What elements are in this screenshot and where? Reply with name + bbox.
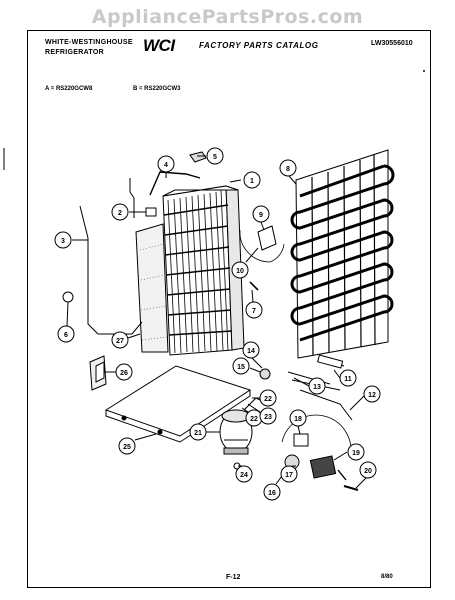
- dot-mark: [423, 70, 425, 72]
- svg-text:21: 21: [194, 430, 202, 437]
- condenser-part: [290, 149, 395, 359]
- product-type: REFRIGERATOR: [45, 49, 104, 56]
- svg-text:5: 5: [213, 154, 217, 161]
- svg-text:25: 25: [123, 444, 131, 451]
- svg-text:13: 13: [313, 384, 321, 391]
- callout-5: 5: [197, 147, 224, 165]
- callout-9: 9: [252, 205, 270, 231]
- svg-text:12: 12: [368, 392, 376, 399]
- brand-name: WHITE-WESTINGHOUSE: [45, 39, 133, 46]
- callout-18: 18: [289, 409, 307, 435]
- svg-text:22: 22: [264, 396, 272, 403]
- callout-15: 15: [232, 357, 261, 375]
- callout-20: 20: [355, 461, 377, 489]
- callout-2: 2: [111, 203, 146, 221]
- callout-27: 27: [111, 331, 141, 349]
- drain-trough: [89, 355, 107, 391]
- wci-logo: WCI: [143, 36, 175, 55]
- callout-22a: 22: [252, 389, 277, 407]
- svg-text:14: 14: [247, 348, 255, 355]
- svg-text:4: 4: [164, 162, 168, 169]
- date-code: 8/80: [381, 574, 393, 580]
- svg-text:9: 9: [259, 212, 263, 219]
- callout-23: 23: [247, 403, 277, 425]
- callout-labels: 1 2 3 4 5 6 7 8 9 10 11 12 13 14 15 16 1…: [54, 147, 381, 501]
- callout-10: 10: [231, 247, 259, 279]
- watermark: AppliancePartsPros.com: [91, 6, 364, 28]
- svg-text:10: 10: [236, 268, 244, 275]
- svg-text:26: 26: [120, 370, 128, 377]
- callout-19: 19: [333, 443, 365, 461]
- callout-12: 12: [349, 385, 381, 411]
- svg-text:24: 24: [240, 472, 248, 479]
- drain-pan: [104, 365, 252, 443]
- callout-3: 3: [54, 231, 88, 249]
- svg-text:6: 6: [64, 332, 68, 339]
- svg-text:1: 1: [250, 178, 254, 185]
- callout-1: 1: [229, 171, 261, 189]
- svg-text:20: 20: [364, 468, 372, 475]
- relay-assembly: [281, 414, 359, 491]
- svg-text:8: 8: [286, 166, 290, 173]
- svg-text:27: 27: [116, 338, 124, 345]
- callout-6: 6: [57, 301, 75, 343]
- callout-4: 4: [157, 155, 175, 178]
- catalog-title: FACTORY PARTS CATALOG: [199, 41, 319, 50]
- callout-11: 11: [333, 369, 357, 387]
- catalog-frame: [27, 30, 431, 588]
- svg-text:19: 19: [352, 450, 360, 457]
- svg-text:3: 3: [61, 238, 65, 245]
- callout-24: 24: [235, 465, 253, 483]
- svg-text:17: 17: [285, 472, 293, 479]
- svg-text:22: 22: [250, 416, 258, 423]
- capillary-tube: [62, 178, 143, 335]
- callout-17: 17: [280, 465, 298, 483]
- callout-13: 13: [293, 377, 326, 395]
- svg-text:11: 11: [344, 376, 352, 383]
- svg-text:2: 2: [118, 210, 122, 217]
- evaporator-cover-panel: [135, 223, 169, 353]
- callout-14: 14: [242, 341, 263, 369]
- document-number: LW30556010: [371, 40, 413, 47]
- callout-22b: 22: [241, 407, 263, 427]
- model-a: A = RS220GCW8: [45, 86, 93, 92]
- callout-21: 21: [189, 423, 220, 441]
- condenser-bracket: [239, 225, 285, 291]
- callout-25: 25: [118, 433, 157, 455]
- page-number: F-12: [226, 574, 241, 581]
- svg-text:18: 18: [294, 416, 302, 423]
- svg-text:16: 16: [268, 490, 276, 497]
- compressor-part: [219, 397, 265, 455]
- svg-text:7: 7: [252, 308, 256, 315]
- callout-8: 8: [279, 159, 297, 185]
- svg-text:23: 23: [264, 414, 272, 421]
- model-b: B = RS220GCW3: [133, 86, 181, 92]
- callout-7: 7: [245, 289, 263, 319]
- callout-26: 26: [104, 363, 133, 381]
- svg-text:15: 15: [237, 364, 245, 371]
